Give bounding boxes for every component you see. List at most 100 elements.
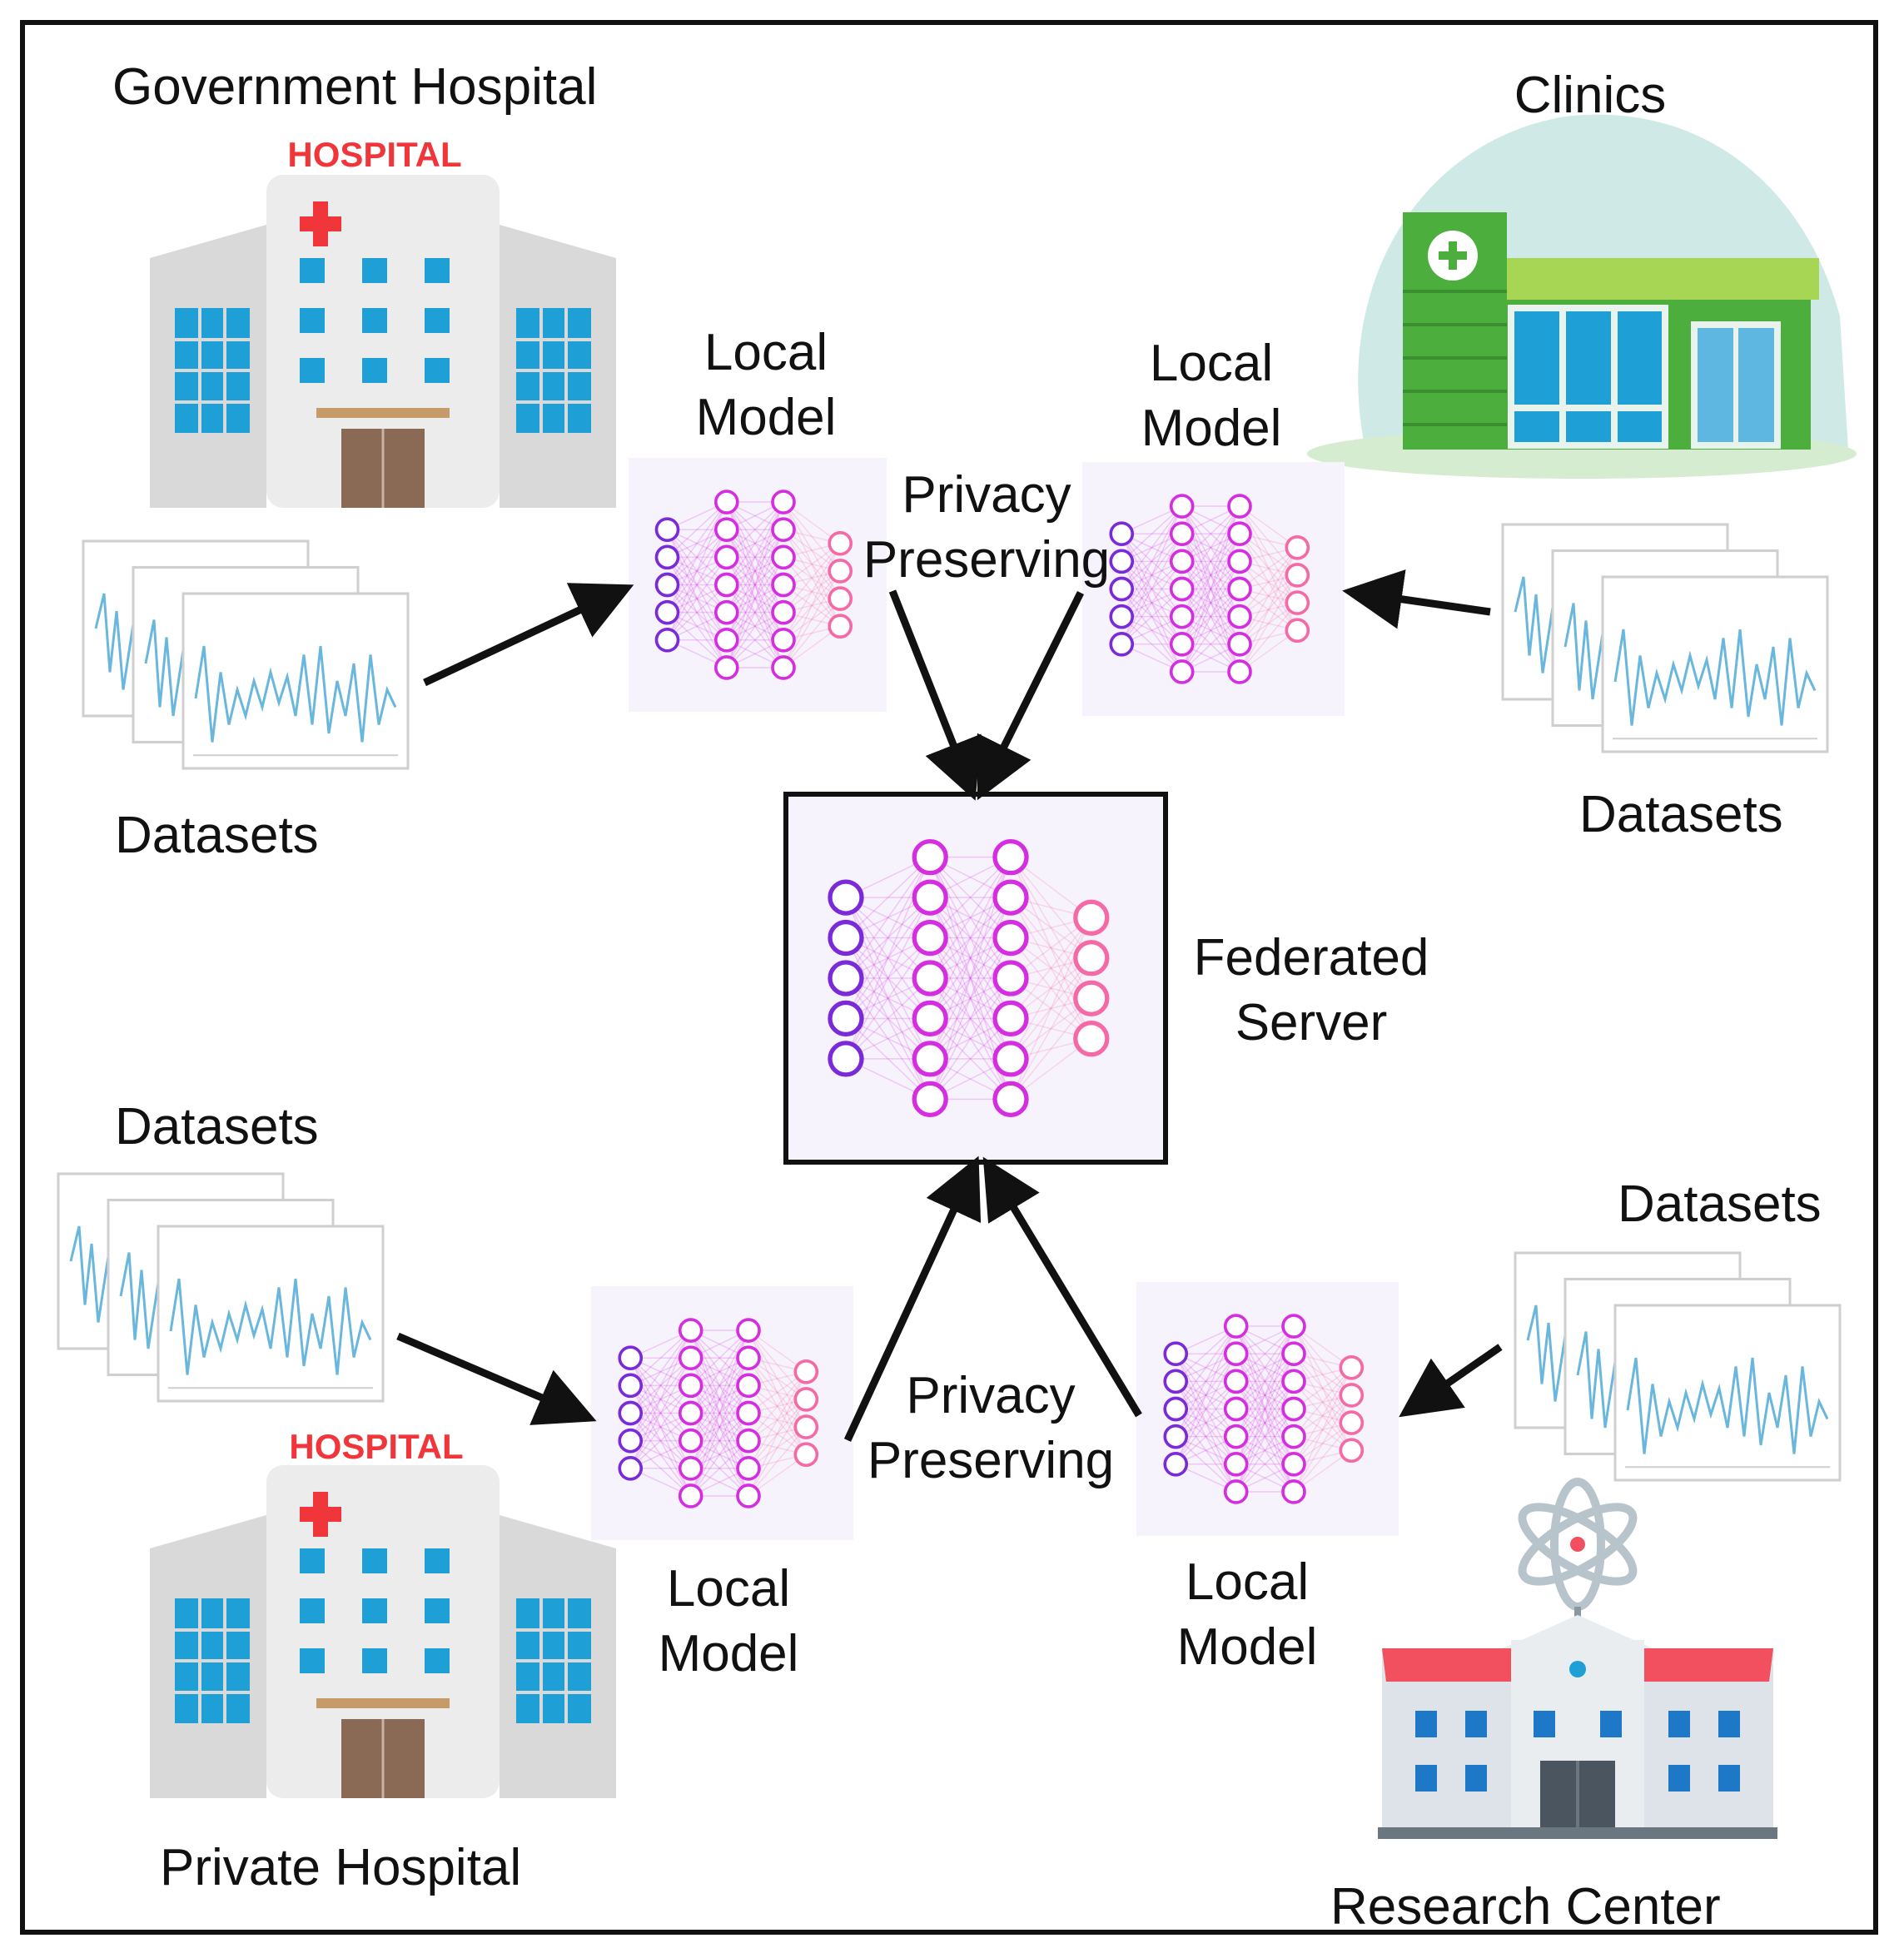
nn-edge xyxy=(666,556,728,614)
nn-edge xyxy=(929,937,1012,1060)
nn-edge xyxy=(1235,1409,1295,1493)
nn-edge xyxy=(726,584,784,641)
nn-edge xyxy=(666,529,728,641)
nn-node xyxy=(736,1455,761,1481)
nn-edge xyxy=(629,1357,692,1414)
nn-edge xyxy=(1121,560,1183,618)
nn-edge xyxy=(629,1384,692,1497)
nn-node xyxy=(828,559,853,584)
nn-node xyxy=(618,1455,644,1481)
nn-node xyxy=(992,879,1029,916)
nn-edge xyxy=(1181,561,1240,673)
nn-node xyxy=(1073,1021,1110,1057)
arrow-bottomleft-model-to-server xyxy=(843,1155,982,1442)
nn-edge xyxy=(1181,560,1240,618)
nn-node xyxy=(771,655,796,680)
nn-edge xyxy=(929,857,1012,1019)
nn-node xyxy=(828,960,864,996)
nn-node xyxy=(1163,1424,1189,1449)
nn-node xyxy=(678,1373,703,1399)
nn-edge xyxy=(1239,505,1298,576)
nn-edge xyxy=(845,937,931,1019)
arrow-research-dataset-to-model xyxy=(1399,1344,1503,1418)
nn-edge xyxy=(1293,1380,1352,1451)
nn-node xyxy=(912,1041,948,1077)
nn-edge xyxy=(726,556,784,614)
nn-edge xyxy=(845,897,931,1060)
nn-node xyxy=(771,517,796,543)
nn-node xyxy=(736,1483,761,1508)
nn-edge xyxy=(1235,1436,1295,1493)
nn-edge xyxy=(629,1412,692,1469)
nn-edge xyxy=(666,501,728,558)
label-local-model-top-left: Local Model xyxy=(666,321,866,450)
nn-edge xyxy=(783,556,841,627)
nn-node xyxy=(1339,1354,1365,1380)
nn-edge xyxy=(1175,1353,1237,1410)
privacy-line1: Privacy xyxy=(906,1367,1076,1424)
arrow-topright-model-to-server xyxy=(977,590,1085,801)
nn-edge xyxy=(1121,588,1183,645)
nn-edge xyxy=(629,1413,692,1497)
nn-edge xyxy=(629,1357,692,1442)
nn-node xyxy=(1281,1396,1306,1422)
label-research-center: Research Center xyxy=(1330,1878,1721,1936)
nn-edge xyxy=(1239,505,1298,604)
nn-edge xyxy=(690,1385,749,1497)
nn-edge xyxy=(726,501,784,613)
nn-edge xyxy=(1239,574,1298,645)
nn-edge xyxy=(845,977,931,1060)
nn-edge xyxy=(1181,533,1240,645)
nn-edge xyxy=(690,1413,749,1497)
nn-edge xyxy=(666,556,728,641)
nn-edge xyxy=(1121,505,1183,589)
nn-edge xyxy=(845,897,931,1019)
nn-edge xyxy=(1235,1380,1295,1465)
nn-edge xyxy=(1239,560,1298,631)
nn-edge xyxy=(666,584,728,641)
nn-edge xyxy=(1293,1394,1352,1493)
nn-edge xyxy=(1121,533,1183,618)
nn-edge xyxy=(1293,1422,1352,1493)
nn-edge xyxy=(690,1357,749,1442)
nn-node xyxy=(1223,1396,1249,1422)
nn-node xyxy=(1109,549,1135,574)
nn-edge xyxy=(783,501,841,599)
nn-node xyxy=(793,1414,819,1439)
nn-edge xyxy=(666,501,728,585)
nn-node xyxy=(678,1318,703,1343)
nn-edge xyxy=(666,556,728,641)
nn-edge xyxy=(726,556,784,614)
nn-edge xyxy=(1293,1367,1352,1438)
nn-node xyxy=(1227,659,1252,684)
nn-edge xyxy=(726,529,784,641)
nn-edge xyxy=(1235,1325,1295,1382)
nn-edge xyxy=(1235,1325,1295,1409)
nn-edge xyxy=(1235,1408,1295,1465)
nn-edge xyxy=(726,557,784,668)
dataset-charts-gov-hospital xyxy=(82,539,410,770)
nn-edge xyxy=(1181,505,1240,589)
nn-edge xyxy=(1239,547,1298,645)
nn-node xyxy=(1169,659,1195,684)
nn-edge xyxy=(1235,1381,1295,1493)
government-hospital-icon xyxy=(148,173,618,509)
nn-node xyxy=(1109,576,1135,602)
nn-edge xyxy=(1175,1353,1237,1410)
nn-edge xyxy=(1181,560,1240,645)
nn-node xyxy=(678,1345,703,1371)
nn-edge xyxy=(1181,588,1240,645)
nn-node xyxy=(912,879,948,916)
nn-edge xyxy=(726,529,784,614)
nn-edge xyxy=(1235,1353,1295,1438)
nn-edge xyxy=(1121,533,1183,590)
nn-edge xyxy=(1235,1380,1295,1438)
nn-edge xyxy=(845,897,931,979)
nn-edge xyxy=(690,1384,749,1469)
nn-edge xyxy=(748,1384,807,1455)
nn-edge xyxy=(929,937,1012,1100)
nn-edge xyxy=(690,1357,749,1469)
nn-edge xyxy=(1181,505,1240,617)
nn-edge xyxy=(1235,1353,1295,1438)
label-datasets-private: Datasets xyxy=(115,1098,319,1155)
